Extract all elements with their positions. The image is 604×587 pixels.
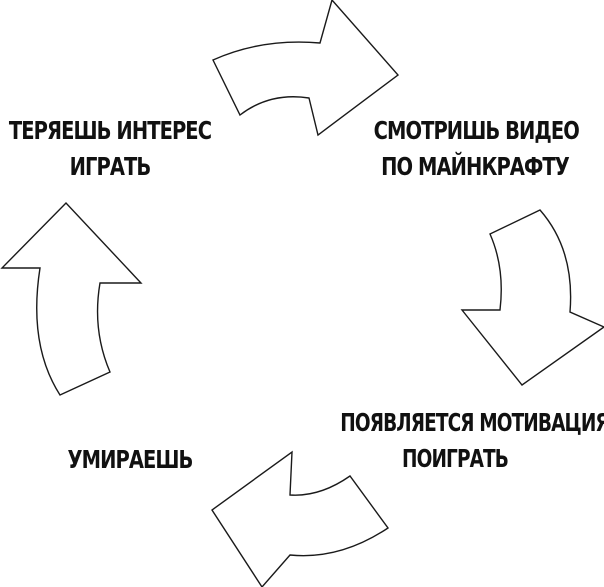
step-die-line-1: УМИРАЕШЬ <box>67 445 194 474</box>
arrow-bottom <box>211 450 389 587</box>
step-lose-interest-line-1: ТЕРЯЕШЬ ИНТЕРЕС <box>8 116 212 145</box>
step-lose-interest: ТЕРЯЕШЬ ИНТЕРЕС ИГРАТЬ <box>9 113 212 185</box>
arrow-left <box>0 201 143 396</box>
step-you-die: УМИРАЕШЬ <box>60 442 200 478</box>
step-watch-minecraft-videos: СМОТРИШЬ ВИДЕО ПО МАЙНКРАФТУ <box>373 113 580 185</box>
step-motivation-appears: ПОЯВЛЯЕТСЯ МОТИВАЦИЯ ПОИГРАТЬ <box>340 405 604 477</box>
step-motivation-line-1: ПОЯВЛЯЕТСЯ МОТИВАЦИЯ <box>340 408 604 437</box>
step-watch-line-2: ПО МАЙНКРАФТУ <box>381 152 570 181</box>
step-watch-line-1: СМОТРИШЬ ВИДЕО <box>373 116 580 145</box>
step-lose-interest-line-2: ИГРАТЬ <box>69 152 152 181</box>
arrow-right <box>460 209 604 386</box>
arrow-top <box>212 0 400 137</box>
step-motivation-line-2: ПОИГРАТЬ <box>402 444 509 473</box>
